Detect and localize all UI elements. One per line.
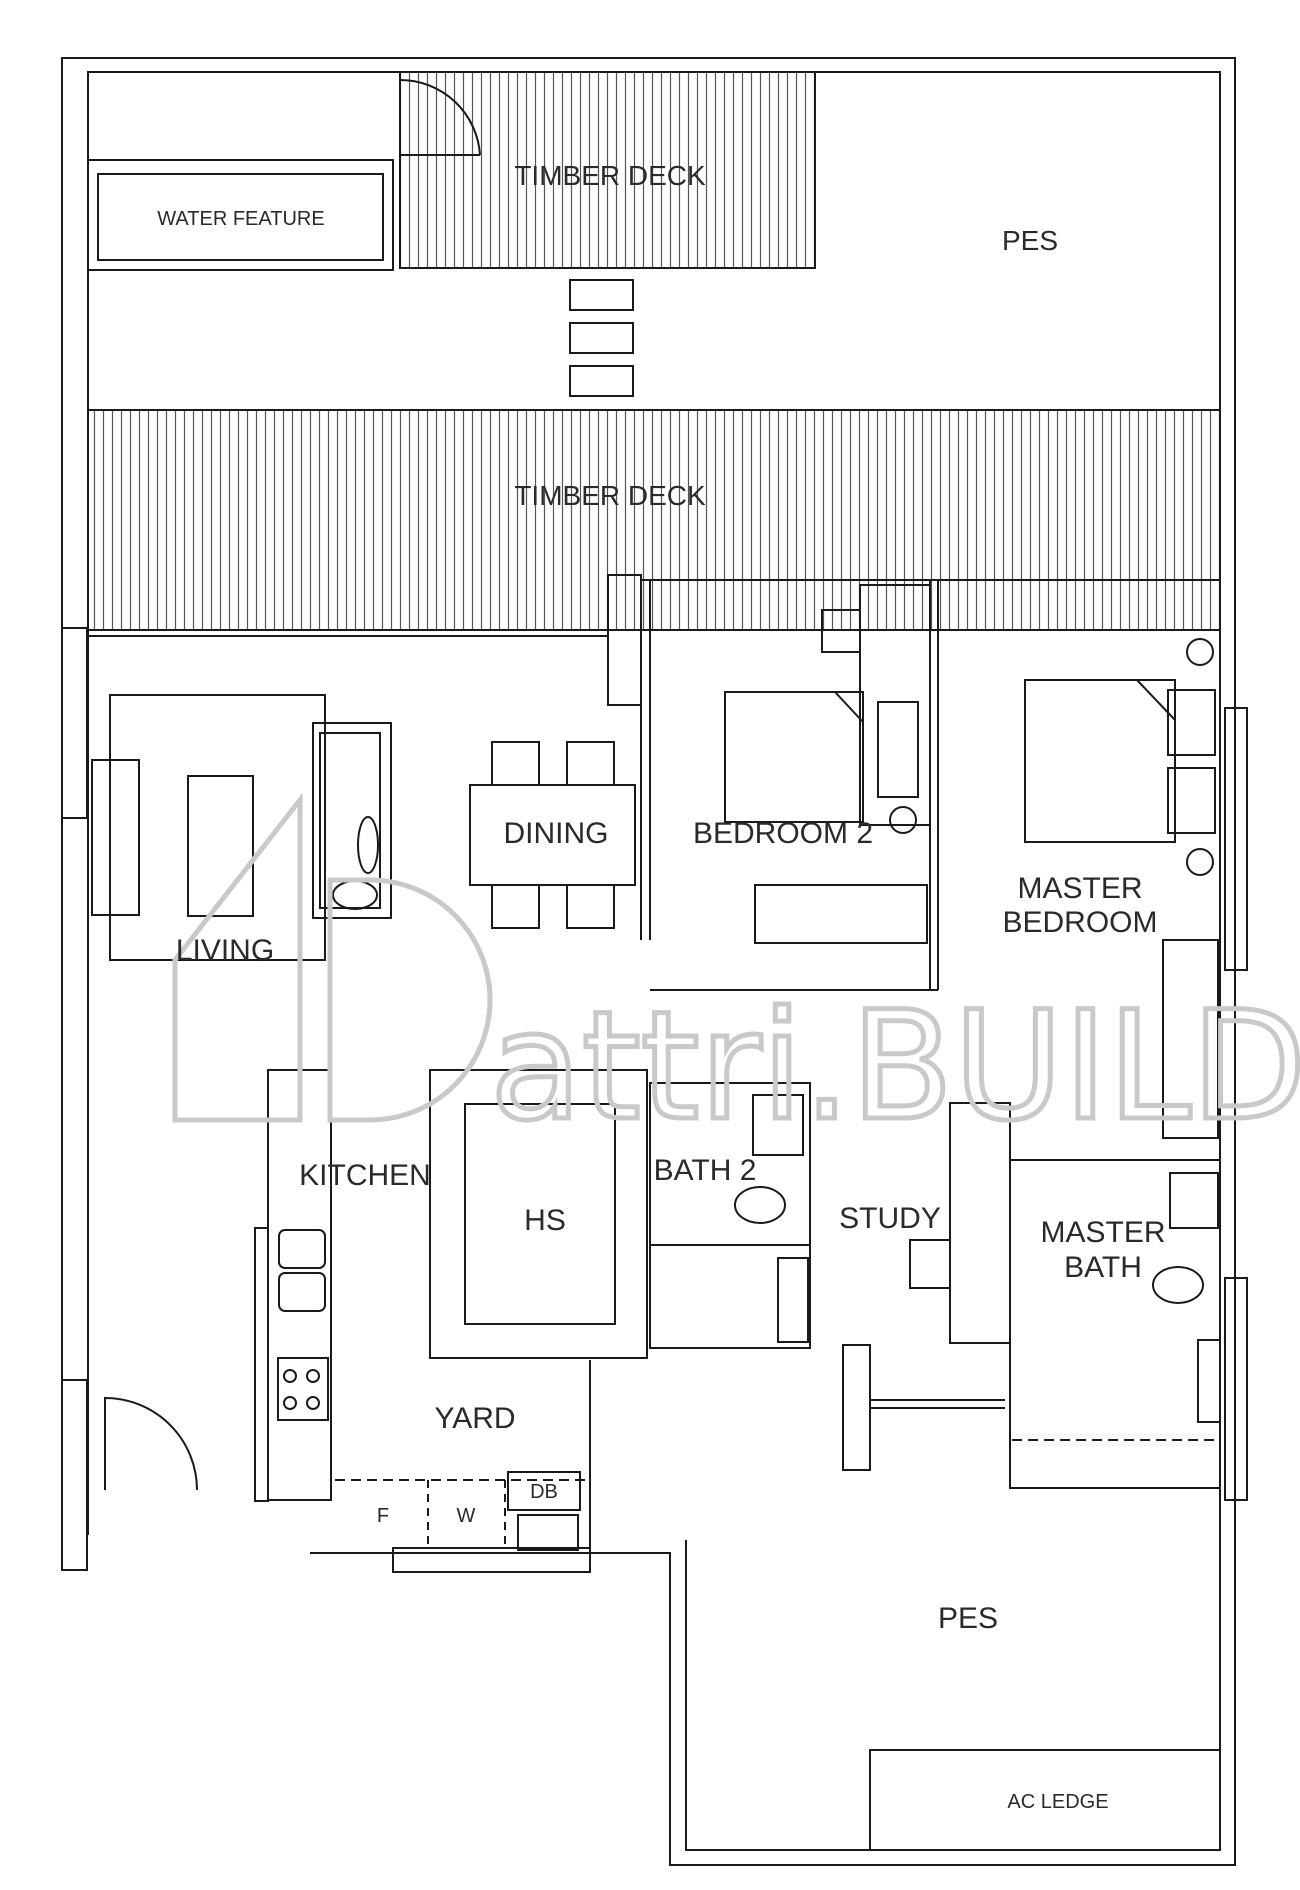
wardrobe-master [1162, 939, 1219, 1139]
dining-chair [491, 741, 540, 786]
hob [277, 1357, 329, 1421]
shower-master [1197, 1339, 1221, 1423]
window-study [842, 1344, 871, 1471]
bedside-table [1167, 689, 1216, 756]
window-entrance [61, 1379, 88, 1571]
tv-cabinet [91, 759, 140, 916]
sofa [312, 722, 392, 919]
utility-box [517, 1514, 579, 1551]
watermark: attri.BUILD [172, 792, 1300, 1157]
basin-master [1169, 1172, 1219, 1229]
label-hs: HS [524, 1204, 566, 1237]
label-kitchen: KITCHEN [299, 1159, 431, 1192]
label-fridge: F [377, 1505, 389, 1527]
burner [306, 1369, 320, 1383]
watermark-text: attri.BUILD [490, 980, 1300, 1154]
bedside-table [1167, 767, 1216, 834]
basin-bath2 [752, 1094, 804, 1156]
sofa-pillow [332, 880, 378, 910]
bed-2 [724, 691, 864, 823]
label-yard: YARD [434, 1402, 515, 1435]
ac-ledge [869, 1749, 1221, 1851]
hs-outer [429, 1069, 648, 1359]
label-master-bath-2: BATH [1064, 1251, 1142, 1284]
dining-chair [491, 884, 540, 929]
outer-boundary-top [61, 57, 1236, 1866]
label-pes-top: PES [1002, 225, 1058, 256]
label-washer: W [457, 1505, 476, 1527]
bed-2-fold [834, 691, 864, 723]
timber-deck-middle [87, 409, 1221, 631]
lamp-bed2 [889, 806, 917, 834]
water-feature-outer [87, 159, 394, 271]
label-db: DB [530, 1481, 558, 1503]
label-master-bath-1: MASTER [1040, 1216, 1165, 1249]
kitchen-counter-side [254, 1227, 269, 1502]
dining-chair [566, 741, 615, 786]
toilet-bath2 [734, 1186, 786, 1224]
label-water-feature: WATER FEATURE [157, 208, 324, 230]
desk-bed2 [859, 584, 931, 826]
sofa-cushion [357, 816, 379, 874]
lamp-master-top [1186, 638, 1214, 666]
window-left [61, 627, 88, 819]
label-ac-ledge: AC LEDGE [1007, 1791, 1108, 1813]
sink [278, 1272, 326, 1312]
window-yard [392, 1547, 591, 1573]
kitchen-counter-top [267, 1069, 332, 1501]
inner-boundary [87, 71, 1221, 1851]
hs-inner [464, 1103, 616, 1325]
tv-unit [109, 694, 326, 961]
master-bath-room [1009, 1159, 1221, 1489]
label-timber-deck-mid: TIMBER DECK [514, 480, 706, 511]
master-bed [1024, 679, 1176, 843]
label-dining: DINING [504, 817, 609, 850]
stepping-stone [569, 322, 634, 354]
door-swing-deck [399, 78, 481, 156]
toilet-master [1152, 1266, 1204, 1304]
label-bath-2: BATH 2 [654, 1154, 757, 1187]
label-study: STUDY [839, 1202, 941, 1235]
label-master-bedroom-2: BEDROOM [1002, 906, 1157, 939]
sink [278, 1229, 326, 1269]
wardrobe-bed2 [754, 884, 928, 944]
stepping-stone [569, 279, 634, 311]
dining-chair [566, 884, 615, 929]
master-bed-fold [1136, 679, 1176, 721]
window-master [1224, 707, 1248, 971]
lamp-master-bottom [1186, 848, 1214, 876]
label-bedroom-2: BEDROOM 2 [693, 817, 873, 850]
label-pes-bottom: PES [938, 1602, 998, 1635]
desk-lamp-bed2 [821, 609, 861, 653]
study-desk-lamp [909, 1239, 951, 1289]
db-box [507, 1471, 581, 1511]
water-feature-inner [97, 173, 384, 261]
burner [306, 1396, 320, 1410]
label-timber-deck-top: TIMBER DECK [514, 160, 706, 191]
entrance-door-swing [104, 1396, 198, 1491]
stepping-stone [569, 365, 634, 397]
coffee-table [187, 775, 254, 917]
dining-table [469, 784, 636, 886]
burner [283, 1369, 297, 1383]
shower-bath2 [777, 1257, 809, 1343]
window-master-bath [1224, 1277, 1248, 1501]
label-master-bedroom-1: MASTER [1017, 872, 1142, 905]
burner [283, 1396, 297, 1410]
timber-deck-top [399, 71, 816, 269]
side-table-bed2 [877, 701, 919, 798]
label-living: LIVING [176, 934, 274, 967]
